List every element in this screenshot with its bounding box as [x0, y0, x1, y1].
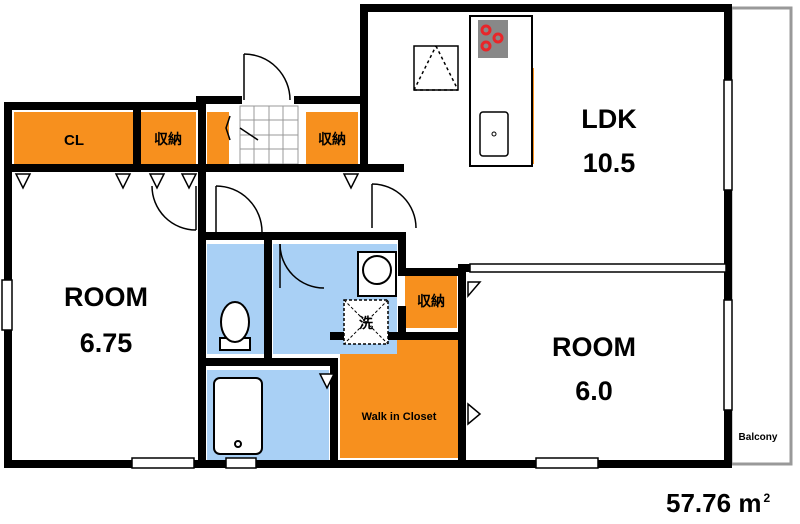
- entrance-tiles: [239, 105, 299, 165]
- storage-3-label: 収納: [417, 293, 445, 309]
- burner-1: [480, 24, 492, 36]
- room-east-name: ROOM: [552, 332, 636, 362]
- kitchen: [469, 15, 533, 167]
- walk-in-closet-area: [340, 338, 458, 458]
- room-west-size: 6.75: [80, 328, 133, 358]
- ldk-name: LDK: [581, 104, 637, 134]
- burner-3: [480, 40, 492, 52]
- doors: [151, 53, 417, 289]
- burner-2: [492, 32, 504, 44]
- storage-3-area: [405, 272, 457, 328]
- total-area-value: 57.76: [666, 488, 732, 518]
- total-area-superscript: 2: [763, 491, 771, 506]
- storage-1-label: 収納: [154, 131, 182, 147]
- closet-door-markers: [14, 173, 482, 426]
- washer-space: [343, 299, 389, 345]
- washer-label: 洗: [359, 315, 373, 331]
- windows: [1, 79, 733, 469]
- wash-basin: [357, 251, 397, 297]
- balcony-label: Balcony: [739, 432, 778, 443]
- total-area-unit: m: [738, 488, 762, 518]
- room-east-size: 6.0: [575, 376, 613, 406]
- room-west-name: ROOM: [64, 282, 148, 312]
- storage-1-area: [140, 112, 196, 164]
- fridge-space: [413, 45, 459, 91]
- walk-in-closet-label: Walk in Closet: [362, 411, 437, 423]
- ldk-size: 10.5: [583, 148, 636, 178]
- toilet: [219, 301, 251, 351]
- storage-2-label: 収納: [318, 131, 346, 147]
- kitchen-sink: [479, 111, 509, 157]
- closet-cl: [14, 112, 134, 164]
- bathtub: [213, 377, 263, 455]
- storage-2-area: [306, 112, 358, 164]
- balcony: [729, 6, 793, 466]
- storage-small-area: [207, 112, 229, 164]
- closet-cl-label: CL: [64, 132, 84, 149]
